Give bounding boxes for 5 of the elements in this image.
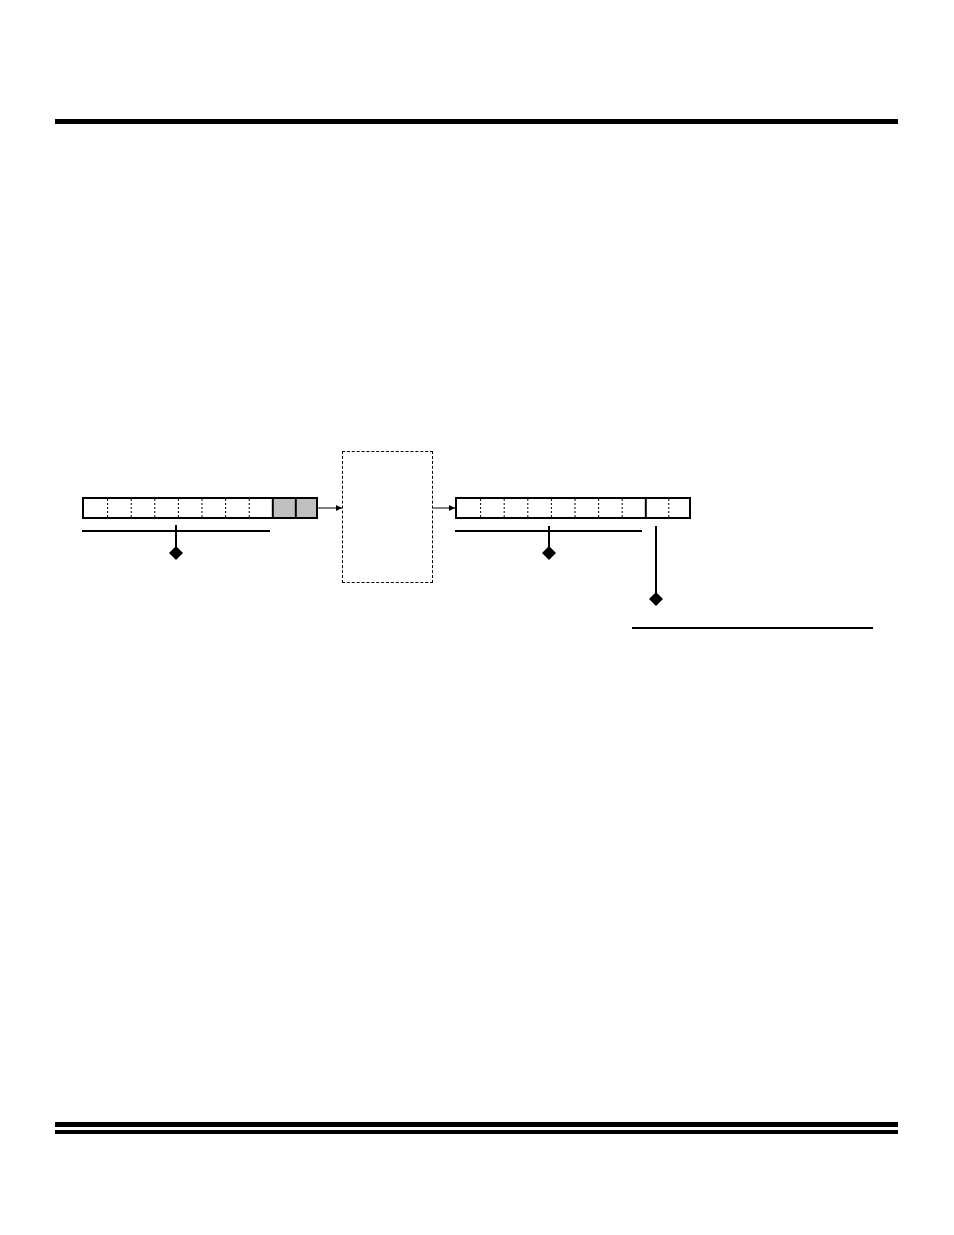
dashed-box: [342, 451, 433, 583]
arrow: [317, 505, 343, 511]
register-box: [82, 497, 318, 519]
arrow: [432, 505, 456, 511]
register-box: [455, 497, 691, 519]
